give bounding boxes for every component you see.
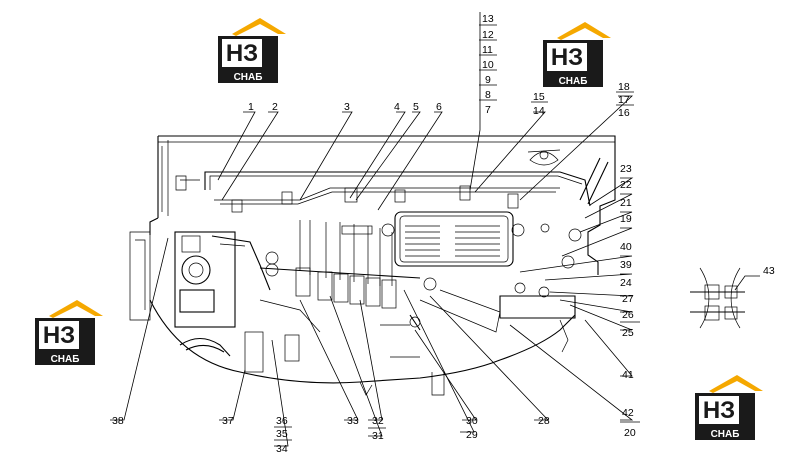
callout-2: 2 [272,101,278,113]
callout-42: 42 [622,407,634,419]
watermark-logo-top-right: НЗ СНАБ [543,22,611,87]
callout-4: 4 [394,101,400,113]
callout-10: 10 [482,59,494,71]
callout-19: 19 [620,213,632,225]
callout-41: 41 [622,369,634,381]
callout-9: 9 [485,74,491,86]
intake-grid-heater [381,211,525,267]
callout-28: 28 [538,415,550,427]
callout-37: 37 [222,415,234,427]
callout-18: 18 [618,81,630,93]
callout-leaders [110,12,760,447]
callout-36: 36 [276,415,288,427]
crankcase-outline [149,299,576,384]
oil-filler-cap [527,149,561,166]
watermark-brand: СНАБ [51,354,80,365]
callout-17: 17 [618,94,630,106]
fuel-pump-cluster [129,231,321,373]
watermark-monogram: НЗ [43,322,75,349]
engine-assembly [129,135,616,396]
watermark-brand: СНАБ [559,76,588,87]
fuel-lines-upper [175,171,591,235]
callout-14: 14 [533,105,545,117]
watermark-monogram: НЗ [226,40,258,67]
callout-8: 8 [485,89,491,101]
watermark-logo-bottom-right: НЗ СНАБ [695,375,763,440]
callout-25: 25 [622,327,634,339]
callout-12: 12 [482,29,494,41]
callout-15: 15 [533,91,545,103]
callout-1: 1 [248,101,254,113]
callout-6: 6 [436,101,442,113]
callout-22: 22 [620,179,632,191]
callout-32: 32 [372,415,384,427]
callout-16: 16 [618,107,630,119]
callout-24: 24 [620,277,632,289]
callout-26: 26 [622,309,634,321]
watermark-logo-top-left: НЗ СНАБ [218,18,286,83]
callout-27: 27 [622,293,634,305]
callout-20: 20 [624,427,636,439]
callout-33: 33 [347,415,359,427]
watermark-logo-left: НЗ СНАБ [35,300,103,365]
watermark-brand: СНАБ [234,72,263,83]
callout-31: 31 [372,430,384,442]
right-side-components [409,223,582,353]
callout-labels: 1 2 3 4 5 6 13 12 11 10 9 8 7 15 14 18 1… [112,13,775,455]
callout-13: 13 [482,13,494,25]
callout-35: 35 [276,428,288,440]
callout-34: 34 [276,443,288,455]
watermark-monogram: НЗ [703,397,735,424]
callout-39: 39 [620,259,632,271]
callout-3: 3 [344,101,350,113]
callout-7: 7 [485,104,491,116]
detail-view-43 [690,267,745,329]
engine-block-outline [149,135,616,275]
callout-5: 5 [413,101,419,113]
callout-40: 40 [620,241,632,253]
callout-21: 21 [620,197,632,209]
breather-pipe [579,157,609,205]
callout-29: 29 [466,429,478,441]
injector-bank [259,220,421,309]
callout-38: 38 [112,415,124,427]
callout-43: 43 [763,265,775,277]
callout-11: 11 [482,44,493,56]
watermark-monogram: НЗ [551,44,583,71]
callout-30: 30 [466,415,478,427]
callout-23: 23 [620,163,632,175]
watermark-brand: СНАБ [711,429,740,440]
